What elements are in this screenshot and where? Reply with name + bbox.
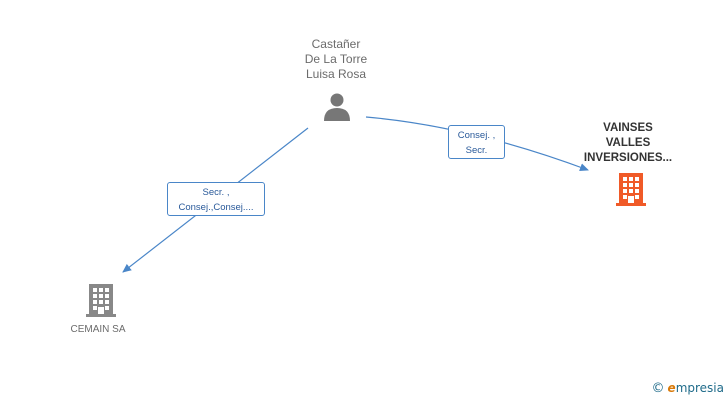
- edge-label-to-vainses-line1: Consej. ,: [457, 130, 496, 141]
- edge-label-to-cemain-line2: Consej.,Consej....: [178, 202, 254, 213]
- person-node-label[interactable]: Castañer De La Torre Luisa Rosa: [276, 37, 396, 82]
- empresia-logo: ©empresia: [652, 381, 724, 396]
- edge-label-to-vainses[interactable]: Consej. , Secr.: [448, 125, 505, 159]
- building-icon-vainses[interactable]: [615, 171, 647, 207]
- person-icon[interactable]: [322, 92, 352, 122]
- vainses-node-label[interactable]: VAINSES VALLES INVERSIONES...: [568, 121, 688, 166]
- vainses-name-line2: VALLES: [605, 137, 651, 149]
- cemain-name: CEMAIN SA: [70, 324, 126, 335]
- edge-label-to-cemain-line1: Secr. ,: [202, 187, 230, 198]
- person-name-line1: Castañer: [311, 37, 361, 51]
- edge-label-to-cemain[interactable]: Secr. , Consej.,Consej....: [167, 182, 265, 216]
- cemain-node-label[interactable]: CEMAIN SA: [48, 322, 148, 337]
- copyright-symbol: ©: [651, 381, 665, 396]
- vainses-name-line1: VAINSES: [603, 122, 653, 134]
- brand-rest: mpresia: [675, 381, 724, 395]
- person-name-line3: Luisa Rosa: [305, 67, 367, 81]
- brand-initial: e: [667, 381, 676, 395]
- person-name-line2: De La Torre: [304, 52, 368, 66]
- vainses-name-line3: INVERSIONES...: [583, 152, 673, 164]
- edge-label-to-vainses-line2: Secr.: [465, 145, 488, 156]
- building-icon-cemain[interactable]: [85, 282, 117, 318]
